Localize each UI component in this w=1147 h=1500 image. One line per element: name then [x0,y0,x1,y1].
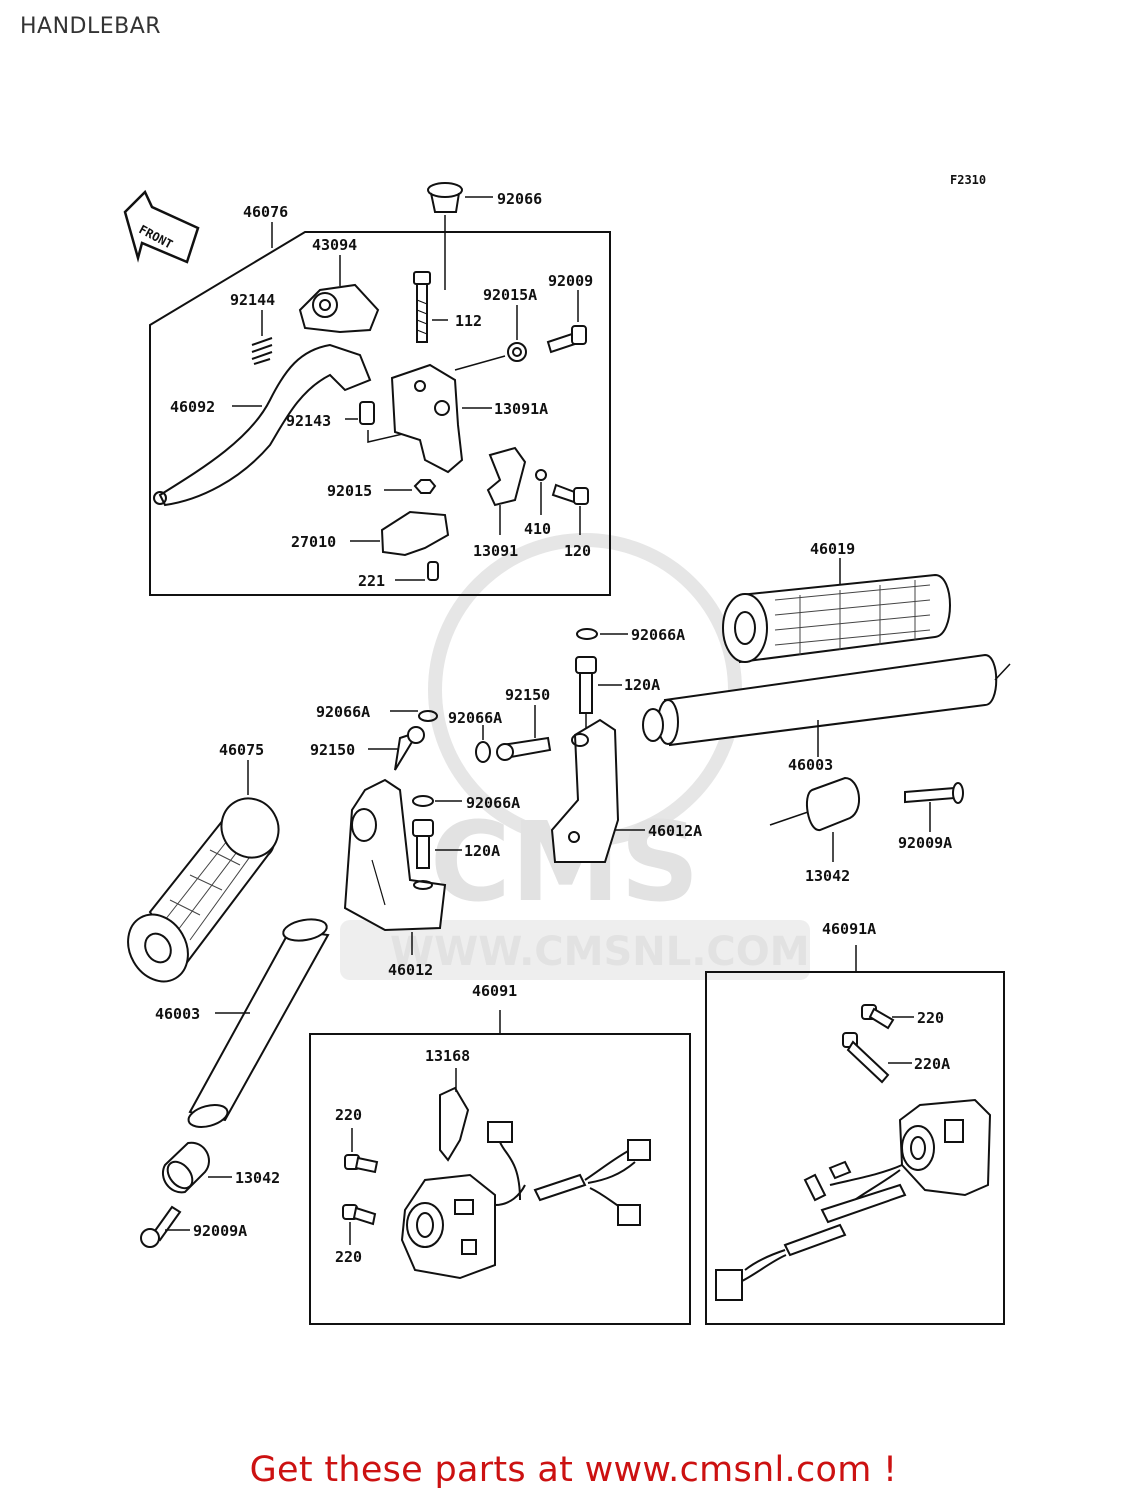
lever-assembly-box [149,222,611,596]
switch-screw-part [395,561,439,581]
part-label-46003-right: 46003 [788,756,833,774]
part-label-92144: 92144 [230,291,275,309]
bar-end-weight-left [140,1141,232,1248]
part-label-92066A-top: 92066A [631,626,685,644]
front-arrow-icon: FRONT [123,189,200,264]
part-label-46012A: 46012A [648,822,702,840]
part-label-46012: 46012 [388,961,433,979]
pivot-bolt-part [413,271,448,343]
part-label-92150-left: 92150 [310,741,355,759]
part-label-92009: 92009 [548,272,593,290]
part-label-92143: 92143 [286,412,331,430]
right-handlebar-tube-part [642,653,1011,757]
right-handlebar-holder-part [550,718,645,863]
left-handlebar-holder-part [343,778,462,955]
part-label-13042-left: 13042 [235,1169,280,1187]
part-label-92009A-right: 92009A [898,834,952,852]
left-grip-part [127,760,280,983]
clutch-lever-part [153,343,372,507]
part-label-92066A-left: 92066A [316,703,370,721]
clamp-parts [486,446,589,535]
adjuster-parts [454,290,587,371]
part-label-220-left-top: 220 [335,1106,362,1124]
watermark-url: WWW.CMSNL.COM [390,929,810,975]
lock-nut-part [384,479,437,494]
lever-holder-part [298,255,380,334]
part-label-46091A: 46091A [822,920,876,938]
part-label-92150-right: 92150 [505,686,550,704]
clutch-switch-part [350,510,450,557]
part-label-120A-lower: 120A [464,842,500,860]
clamp-bracket-part [390,363,492,474]
part-label-221: 221 [358,572,385,590]
part-label-92066A-mid: 92066A [448,709,502,727]
part-label-46076: 46076 [243,203,288,221]
right-switch-box [705,945,1005,1325]
part-label-92066A-lower: 92066A [466,794,520,812]
part-label-92015: 92015 [327,482,372,500]
part-label-13091A: 13091A [494,400,548,418]
left-handlebar-tube-part [187,918,330,1128]
part-label-120A-top: 120A [624,676,660,694]
part-label-46075: 46075 [219,741,264,759]
part-label-13091: 13091 [473,542,518,560]
part-label-43094: 43094 [312,236,357,254]
part-label-120: 120 [564,542,591,560]
spring-part [251,310,273,365]
page-title: HANDLEBAR [20,14,162,39]
part-label-27010: 27010 [291,533,336,551]
holder-fasteners [368,628,628,830]
part-label-13042-right: 13042 [805,867,850,885]
part-label-46092: 46092 [170,398,215,416]
part-label-46019: 46019 [810,540,855,558]
part-label-92066: 92066 [497,190,542,208]
bar-end-weight-right [769,776,964,862]
left-switch-box [309,1010,691,1325]
part-label-112: 112 [455,312,482,330]
figure-ref: F2310 [950,173,986,187]
part-label-410: 410 [524,520,551,538]
part-label-220-left-bottom: 220 [335,1248,362,1266]
part-label-220-right-top: 220 [917,1009,944,1027]
throttle-grip-part [722,558,951,664]
shop-link-text[interactable]: Get these parts at www.cmsnl.com ! [249,1450,898,1490]
adjuster-knob-part [427,182,493,290]
part-label-46003-left: 46003 [155,1005,200,1023]
part-label-13168: 13168 [425,1047,470,1065]
part-label-92015A: 92015A [483,286,537,304]
part-label-92009A-left: 92009A [193,1222,247,1240]
part-label-220A: 220A [914,1055,950,1073]
part-label-46091: 46091 [472,982,517,1000]
